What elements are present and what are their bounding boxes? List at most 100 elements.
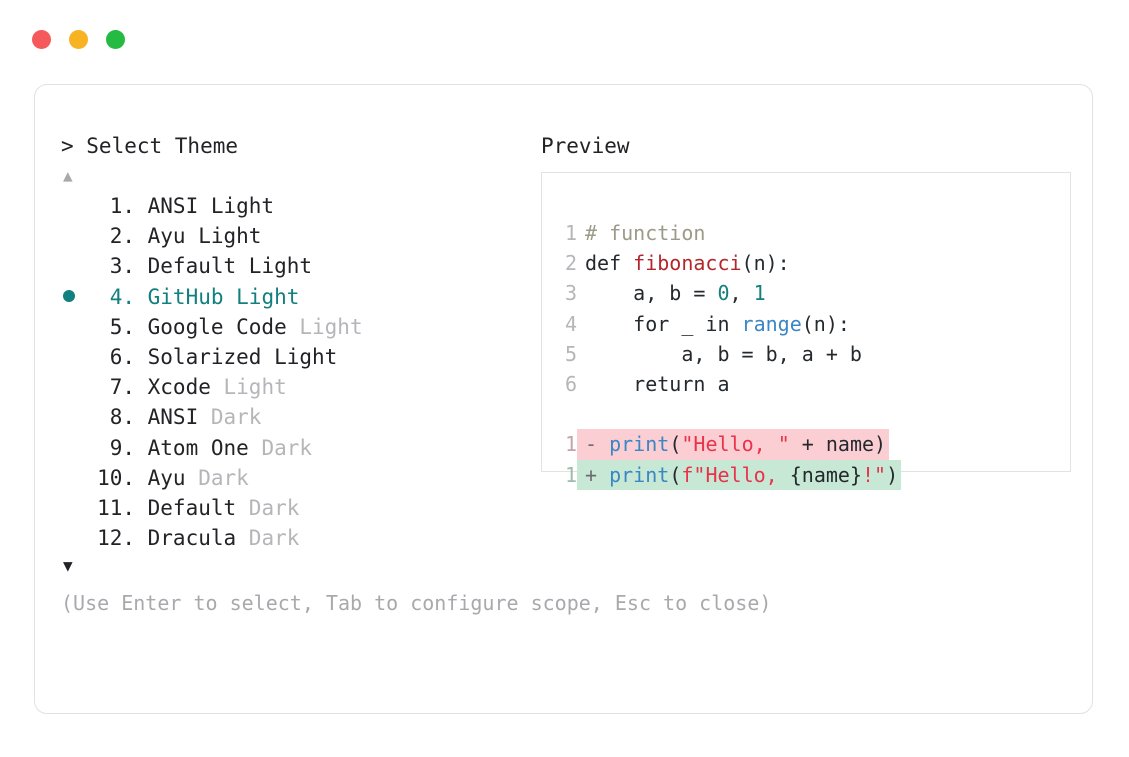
line-number: 5 <box>564 341 577 366</box>
theme-list-item[interactable]: 11. Default Dark <box>61 493 531 523</box>
code-token: ( <box>669 432 682 457</box>
theme-item-name: Atom One <box>135 435 262 460</box>
theme-item-variant: Light <box>223 375 287 400</box>
theme-list-item[interactable]: 3. Default Light <box>61 251 531 281</box>
theme-item-number: 3. <box>109 254 135 279</box>
maximize-dot[interactable] <box>106 30 125 49</box>
line-number: 2 <box>564 251 577 276</box>
code-line-text: # function <box>577 218 705 248</box>
theme-item-name: Default <box>135 495 249 520</box>
theme-list-item[interactable]: 5. Google Code Light <box>61 312 531 342</box>
theme-list-item[interactable]: 9. Atom One Dark <box>61 433 531 463</box>
theme-item-name: Solarized <box>135 344 275 369</box>
preview-title: Preview <box>541 134 630 158</box>
code-line-text: for _ in range(n): <box>577 309 850 339</box>
selected-bullet-icon <box>61 282 95 312</box>
code-token: for _ in <box>585 311 742 336</box>
theme-item-variant: Dark <box>210 405 262 430</box>
theme-item-name: Google Code <box>135 314 300 339</box>
code-token: "Hello, " <box>681 432 790 457</box>
code-token: # function <box>585 221 706 245</box>
code-token: , <box>729 281 754 306</box>
theme-item-number: 12. <box>97 526 135 551</box>
code-line: 1 # function <box>560 218 1070 248</box>
theme-item-variant: Light <box>236 284 300 309</box>
code-token: def <box>585 251 634 276</box>
theme-item-number: 2. <box>109 224 135 249</box>
code-line-text: def fibonacci(n): <box>577 248 790 278</box>
code-token: !" <box>861 462 887 487</box>
theme-list-item[interactable]: 7. Xcode Light <box>61 372 531 402</box>
code-token: + name) <box>789 432 887 457</box>
theme-list-item[interactable]: 8. ANSI Dark <box>61 402 531 432</box>
preview-panel-header: Preview <box>541 133 1071 159</box>
theme-item-name: GitHub <box>135 284 237 309</box>
theme-item-variant: Dark <box>248 495 300 520</box>
code-line-text: a, b = 0, 1 <box>577 278 765 308</box>
theme-item-variant: Light <box>248 254 313 279</box>
diff-sign: + <box>585 462 610 487</box>
close-dot[interactable] <box>32 30 51 49</box>
theme-list-item[interactable]: 1. ANSI Light <box>61 191 531 221</box>
theme-item-variant: Light <box>274 344 338 369</box>
code-spacer <box>560 399 1070 429</box>
theme-item-number: 10. <box>97 465 135 490</box>
keyboard-hint: (Use Enter to select, Tab to configure s… <box>61 591 772 615</box>
line-number: 3 <box>564 281 577 306</box>
theme-item-number: 11. <box>97 495 135 520</box>
theme-item-number: 7. <box>109 375 135 400</box>
line-number: 1 <box>564 462 577 487</box>
code-token: f"Hello, <box>681 462 790 487</box>
line-number: 1 <box>564 221 577 245</box>
code-token: return a <box>585 371 730 396</box>
theme-item-variant: Light <box>210 194 275 218</box>
theme-item-name: ANSI <box>135 194 211 218</box>
theme-list-item[interactable]: 2. Ayu Light <box>61 221 531 251</box>
code-token: (n): <box>741 251 790 276</box>
diff-sign: - <box>585 432 610 457</box>
code-token: (n): <box>801 311 850 336</box>
diff-line-del: 1- print("Hello, " + name) <box>560 429 1070 460</box>
theme-item-name: Default <box>135 254 249 279</box>
scroll-down-arrow-icon[interactable]: ▼ <box>63 556 73 576</box>
scroll-up-arrow-icon[interactable]: ▲ <box>63 166 73 185</box>
theme-item-number: 6. <box>109 344 135 369</box>
theme-item-variant: Light <box>299 314 363 339</box>
code-token: ) <box>886 462 899 487</box>
theme-item-variant: Dark <box>248 526 300 551</box>
code-token: {name} <box>789 462 862 487</box>
code-line-text: a, b = b, a + b <box>577 339 862 369</box>
minimize-dot[interactable] <box>69 30 88 49</box>
theme-item-name: ANSI <box>135 405 211 430</box>
theme-item-variant: Dark <box>198 465 249 490</box>
theme-list-item[interactable]: 6. Solarized Light <box>61 342 531 372</box>
select-theme-title: > Select Theme <box>61 134 239 158</box>
theme-item-number: 4. <box>109 284 135 309</box>
line-number: 6 <box>564 371 577 396</box>
code-token: print <box>609 432 670 457</box>
theme-list-item[interactable]: 4. GitHub Light <box>61 282 531 312</box>
code-token: print <box>609 462 670 487</box>
diff-line-text: + print(f"Hello, {name}!") <box>577 459 902 490</box>
diff-line-text: - print("Hello, " + name) <box>577 429 890 460</box>
theme-item-name: Dracula <box>135 526 249 551</box>
line-number: 4 <box>564 311 577 336</box>
theme-item-number: 1. <box>109 194 135 218</box>
theme-list-item[interactable]: 10. Ayu Dark <box>61 463 531 493</box>
bullet-dot-icon <box>63 289 75 302</box>
theme-item-name: Ayu <box>135 465 199 490</box>
code-line: 6 return a <box>560 369 1070 399</box>
code-token: fibonacci <box>633 251 742 276</box>
code-token: 0 <box>717 281 730 306</box>
code-line: 4 for _ in range(n): <box>560 309 1070 339</box>
theme-list-item[interactable]: 12. Dracula Dark <box>61 523 531 553</box>
theme-item-number: 8. <box>109 405 135 430</box>
theme-item-number: 5. <box>109 314 135 339</box>
code-token: a, b = b, a + b <box>585 341 862 366</box>
code-line: 3 a, b = 0, 1 <box>560 278 1070 308</box>
